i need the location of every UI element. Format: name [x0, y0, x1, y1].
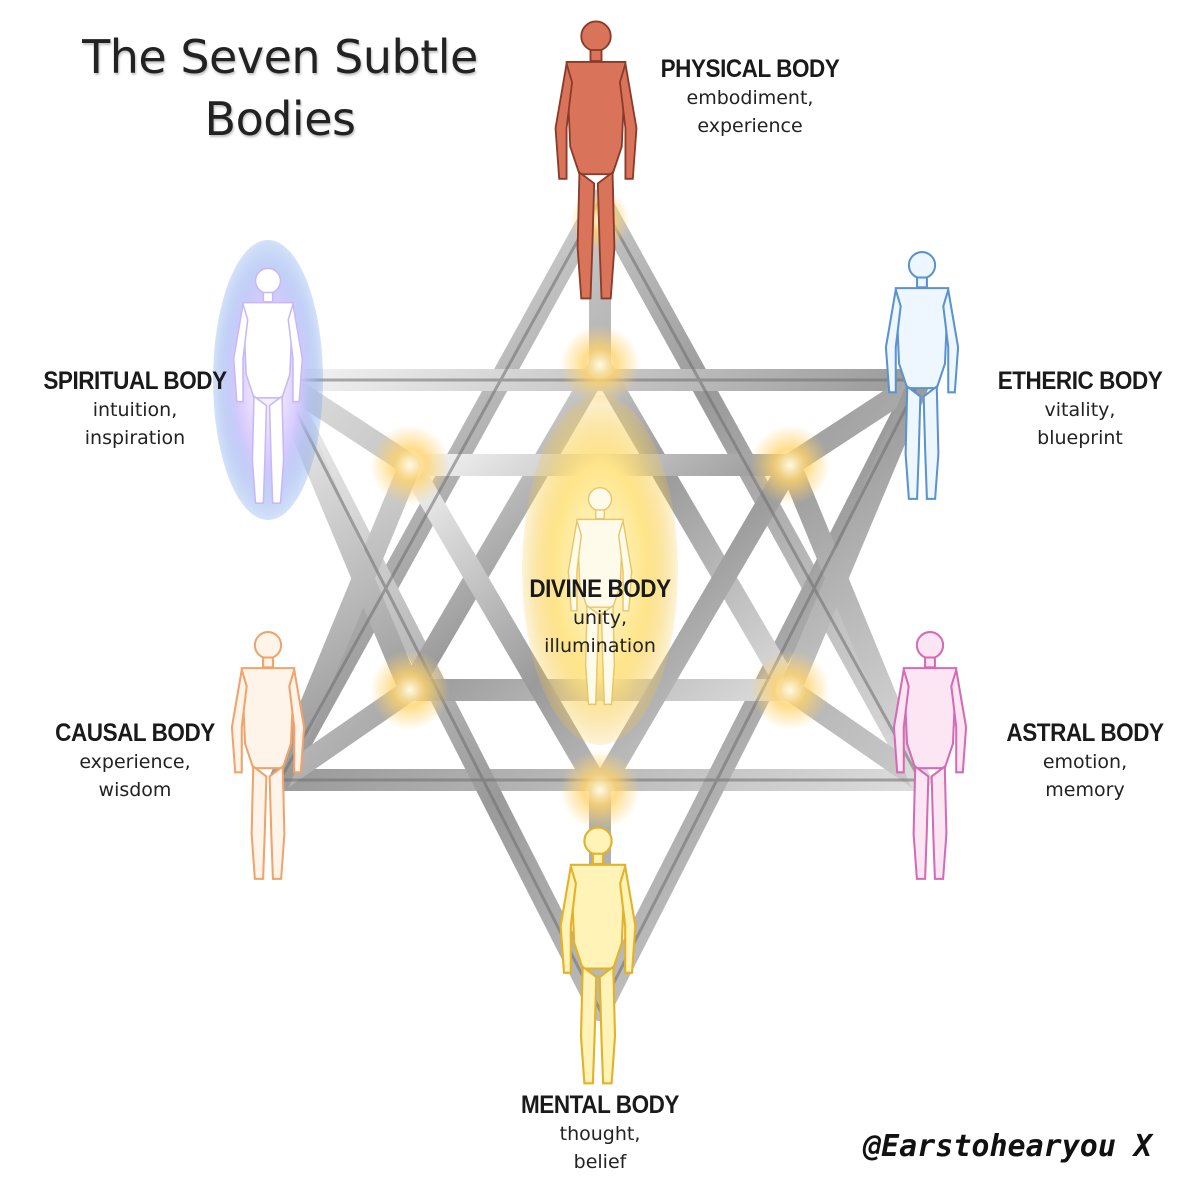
- divine-body-label: DIVINE BODY unity, illumination: [490, 574, 710, 660]
- vertex-glows: [370, 190, 830, 830]
- astral-body-label: ASTRAL BODY emotion, memory: [985, 718, 1185, 804]
- astral-body-desc-2: memory: [1045, 779, 1125, 801]
- spiritual-body-label: SPIRITUAL BODY intuition, inspiration: [20, 366, 250, 452]
- etheric-body-desc-2: blueprint: [1037, 427, 1123, 449]
- mental-body-label: MENTAL BODY thought, belief: [490, 1090, 710, 1176]
- causal-body-desc-1: experience,: [79, 751, 191, 773]
- etheric-body-desc-1: vitality,: [1044, 399, 1116, 421]
- physical-body-name: PHYSICAL BODY: [660, 55, 840, 83]
- mental-body-desc-2: belief: [573, 1151, 627, 1173]
- mental-body-desc-1: thought,: [559, 1123, 641, 1145]
- astral-figure-icon: [892, 631, 968, 880]
- spiritual-body-name: SPIRITUAL BODY: [43, 367, 227, 395]
- watermark-handle: @Earstohearyou X: [863, 1129, 1152, 1164]
- divine-body-name: DIVINE BODY: [529, 575, 671, 603]
- etheric-body-label: ETHERIC BODY vitality, blueprint: [980, 366, 1180, 452]
- causal-body-desc-2: wisdom: [98, 779, 172, 801]
- divine-body-desc-2: illumination: [544, 635, 656, 657]
- physical-body-desc-2: experience: [697, 115, 803, 137]
- spiritual-body-desc-1: intuition,: [92, 399, 178, 421]
- causal-figure-icon: [230, 631, 306, 880]
- spiritual-body-desc-2: inspiration: [84, 427, 186, 449]
- causal-body-name: CAUSAL BODY: [55, 719, 215, 747]
- astral-body-desc-1: emotion,: [1042, 751, 1128, 773]
- page-title: The Seven Subtle Bodies: [82, 30, 478, 146]
- astral-body-name: ASTRAL BODY: [1006, 719, 1164, 747]
- mental-figure-icon: [559, 826, 637, 1085]
- mental-body-name: MENTAL BODY: [521, 1091, 679, 1119]
- causal-body-label: CAUSAL BODY experience, wisdom: [30, 718, 240, 804]
- etheric-body-name: ETHERIC BODY: [997, 367, 1163, 395]
- physical-body-desc-1: embodiment,: [686, 87, 814, 109]
- divine-body-desc-1: unity,: [572, 607, 628, 629]
- physical-body-label: PHYSICAL BODY embodiment, experience: [640, 54, 860, 140]
